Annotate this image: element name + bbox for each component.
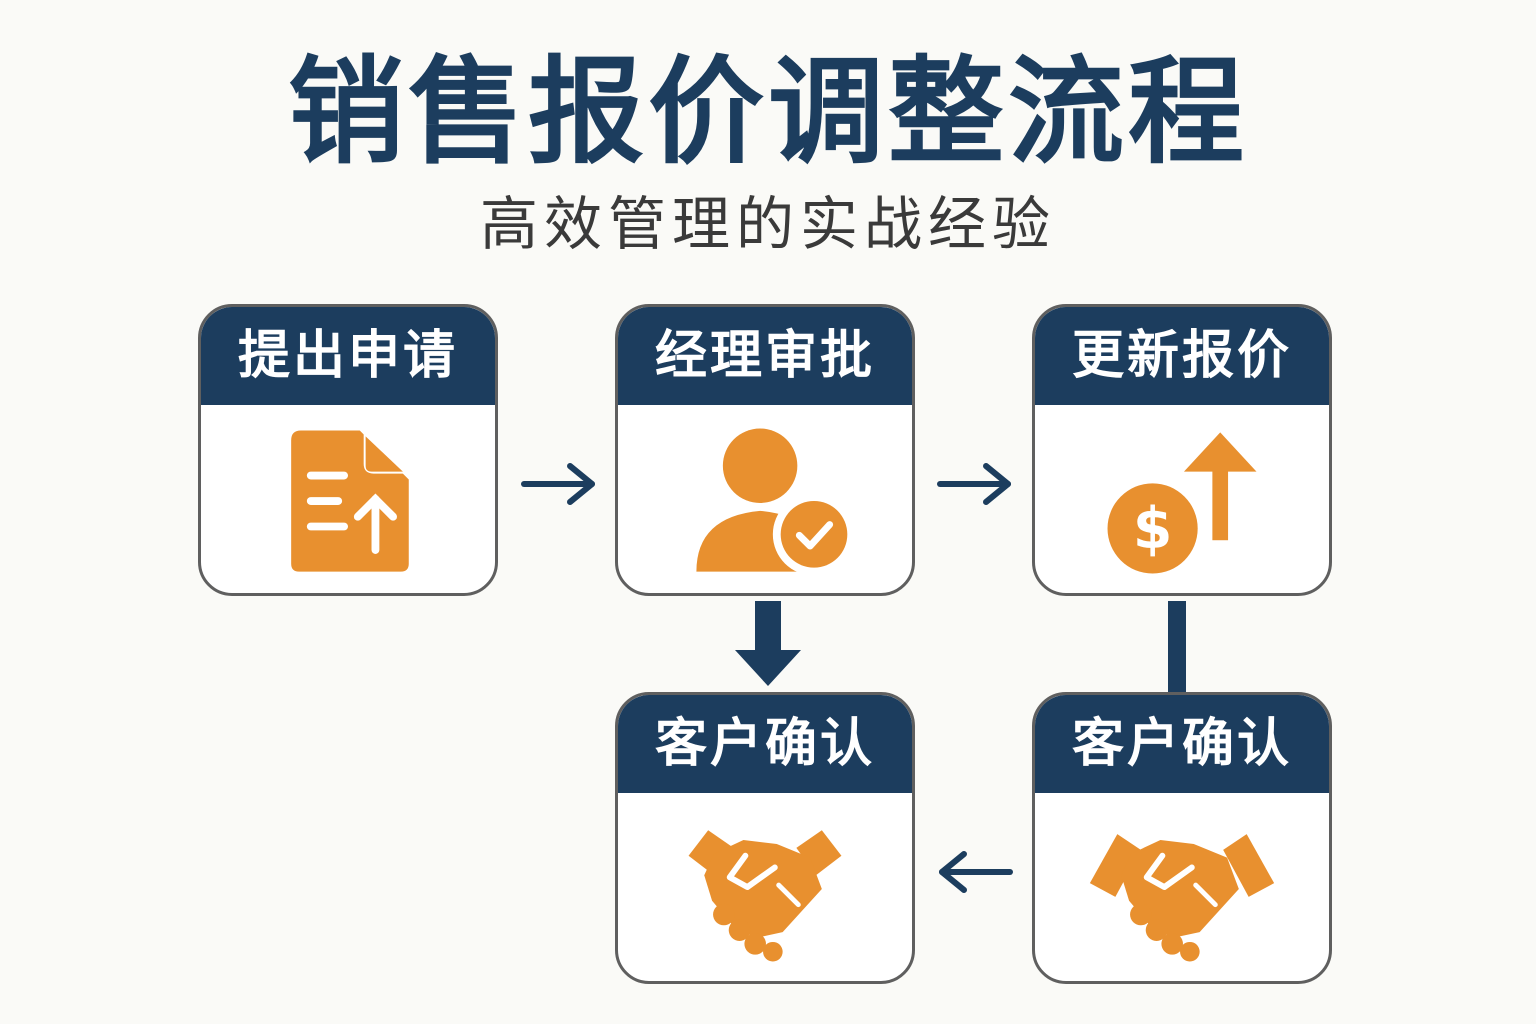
arrow-left <box>939 851 1013 893</box>
step-label: 客户确认 <box>1035 695 1329 793</box>
arrow-right-2 <box>937 463 1011 505</box>
handshake-icon <box>618 793 912 981</box>
step-card-submit-request: 提出申请 <box>198 304 498 596</box>
arrow-down <box>735 601 801 686</box>
page-title: 销售报价调整流程 <box>288 45 1248 180</box>
document-upload-icon <box>201 405 495 593</box>
step-label: 更新报价 <box>1035 307 1329 405</box>
arrow-right-1 <box>521 463 595 505</box>
step-label: 经理审批 <box>618 307 912 405</box>
page-subtitle: 高效管理的实战经验 <box>479 190 1056 258</box>
step-card-customer-confirm: 客户确认 <box>615 692 915 984</box>
dollar-up-icon: $ <box>1035 405 1329 593</box>
step-label: 提出申请 <box>201 307 495 405</box>
step-card-customer-confirm-2: 客户确认 <box>1032 692 1332 984</box>
step-card-update-quote: 更新报价 $ <box>1032 304 1332 596</box>
step-label: 客户确认 <box>618 695 912 793</box>
step-card-manager-approval: 经理审批 <box>615 304 915 596</box>
handshake-icon <box>1035 793 1329 981</box>
svg-text:$: $ <box>1133 496 1173 562</box>
user-check-icon <box>618 405 912 593</box>
